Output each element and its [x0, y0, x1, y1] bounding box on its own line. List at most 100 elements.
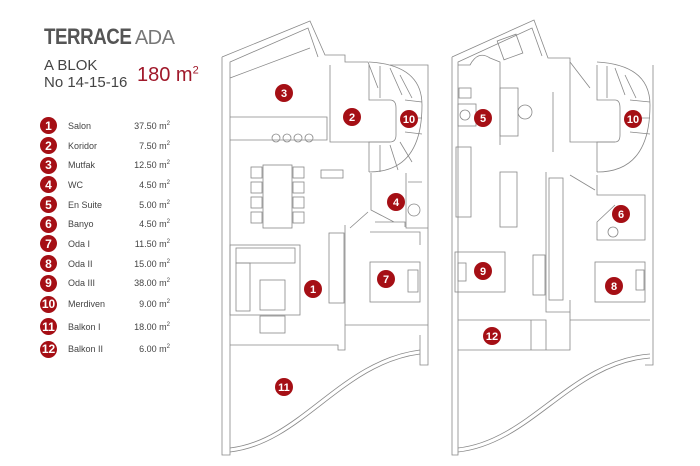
room-area-value: 12.50 m — [134, 160, 167, 171]
room-area-value: 18.00 m — [134, 321, 167, 332]
room-area-value: 5.00 m — [139, 199, 167, 210]
logo-bold: TERRACE — [44, 24, 132, 49]
legend-row: 3 Mutfak 12.50 m2 — [40, 155, 170, 175]
room-area: 4.50 m2 — [139, 180, 170, 190]
room-marker-label: 8 — [611, 281, 617, 293]
legend-row: 2 Koridor 7.50 m2 — [40, 136, 170, 156]
total-area-sup: 2 — [192, 64, 199, 77]
room-area-sup: 2 — [166, 120, 170, 127]
room-number-badge: 2 — [40, 137, 57, 155]
room-marker-7 — [377, 270, 395, 288]
room-marker-10 — [624, 110, 642, 128]
room-name: Balkon I — [68, 321, 101, 332]
room-marker-11 — [275, 378, 293, 396]
room-area-value: 11.50 m — [134, 238, 167, 249]
unit-numbers: No 14-15-16 — [44, 74, 128, 91]
total-area-value: 180 m — [137, 64, 193, 86]
room-area-value: 38.00 m — [134, 278, 167, 289]
room-marker-5 — [474, 109, 492, 127]
legend-row: 4 WC 4.50 m2 — [40, 175, 170, 195]
room-marker-label: 1 — [310, 284, 316, 296]
room-name: Merdiven — [68, 299, 106, 310]
legend-row: 10 Merdiven 9.00 m2 — [40, 293, 170, 316]
room-marker-6 — [612, 205, 630, 223]
room-name: Salon — [68, 120, 92, 131]
room-number-badge: 4 — [40, 176, 57, 194]
room-marker-label: 3 — [281, 88, 287, 100]
room-name: Mutfak — [68, 160, 96, 171]
room-area-sup: 2 — [166, 140, 170, 147]
room-area-value: 9.00 m — [139, 299, 167, 310]
room-marker-label: 4 — [393, 197, 400, 209]
room-area-sup: 2 — [166, 160, 170, 167]
room-number-badge: 6 — [40, 215, 57, 233]
room-marker-2 — [343, 108, 361, 126]
logo-thin: ADA — [134, 27, 175, 49]
room-marker-label: 7 — [383, 274, 389, 286]
room-marker-label: 11 — [278, 382, 290, 394]
room-area: 11.50 m2 — [135, 239, 170, 249]
legend-row: 1 Salon 37.50 m2 — [40, 116, 170, 136]
legend-row: 11 Balkon I 18.00 m2 — [40, 316, 170, 339]
room-area-value: 15.00 m — [134, 258, 167, 269]
room-area-value: 37.50 m — [134, 120, 167, 131]
block-name: A BLOK — [44, 57, 98, 74]
room-area-value: 6.00 m — [139, 344, 167, 355]
room-area-sup: 2 — [166, 199, 170, 206]
lower-floor-plan — [221, 20, 429, 456]
legend-row: 9 Oda III 38.00 m2 — [40, 274, 170, 294]
room-name: Oda III — [68, 278, 96, 289]
room-area: 12.50 m2 — [134, 160, 170, 170]
legend-row: 7 Oda I 11.50 m2 — [40, 234, 170, 254]
room-marker-label: 10 — [403, 114, 415, 126]
room-number-badge: 1 — [40, 117, 57, 135]
room-area: 18.00 m2 — [134, 322, 170, 332]
legend-row: 8 Oda II 15.00 m2 — [40, 254, 170, 274]
room-area: 15.00 m2 — [134, 259, 170, 269]
room-area-sup: 2 — [166, 258, 170, 265]
room-area-sup: 2 — [166, 299, 170, 306]
room-number-badge: 8 — [40, 255, 57, 273]
room-marker-label: 9 — [480, 266, 486, 278]
room-area-value: 4.50 m — [139, 219, 167, 230]
room-marker-3 — [275, 84, 293, 102]
room-area: 7.50 m2 — [139, 141, 170, 151]
room-area-sup: 2 — [166, 238, 170, 245]
room-number-badge: 3 — [40, 156, 57, 174]
room-marker-label: 6 — [618, 209, 624, 221]
room-area: 37.50 m2 — [134, 121, 170, 131]
room-area: 4.50 m2 — [139, 219, 170, 229]
room-name: Oda I — [68, 238, 91, 249]
room-name: Balkon II — [68, 344, 104, 355]
room-area-value: 4.50 m — [139, 179, 167, 190]
room-area: 38.00 m2 — [134, 278, 170, 288]
room-number-badge: 9 — [40, 274, 57, 292]
room-area-sup: 2 — [166, 321, 170, 328]
room-area-sup: 2 — [166, 219, 170, 226]
room-name: Banyo — [68, 219, 94, 230]
room-marker-label: 10 — [627, 114, 639, 126]
legend-row: 6 Banyo 4.50 m2 — [40, 214, 170, 234]
room-area: 6.00 m2 — [139, 344, 170, 354]
room-area-value: 7.50 m — [139, 140, 167, 151]
room-marker-10 — [400, 110, 418, 128]
room-area-sup: 2 — [166, 278, 170, 285]
room-marker-label: 12 — [486, 331, 498, 343]
room-number-badge: 7 — [40, 235, 57, 253]
room-marker-12 — [483, 327, 501, 345]
upper-floor-plan — [451, 19, 654, 456]
room-name: Koridor — [68, 140, 98, 151]
legend-row: 5 En Suite 5.00 m2 — [40, 195, 170, 215]
room-area: 9.00 m2 — [139, 299, 170, 309]
room-number-badge: 12 — [40, 340, 57, 358]
room-marker-1 — [304, 280, 322, 298]
room-marker-9 — [474, 262, 492, 280]
room-area-sup: 2 — [166, 344, 170, 351]
room-number-badge: 10 — [40, 295, 57, 313]
total-area: 180 m2 — [137, 64, 199, 87]
room-marker-label: 2 — [349, 112, 355, 124]
